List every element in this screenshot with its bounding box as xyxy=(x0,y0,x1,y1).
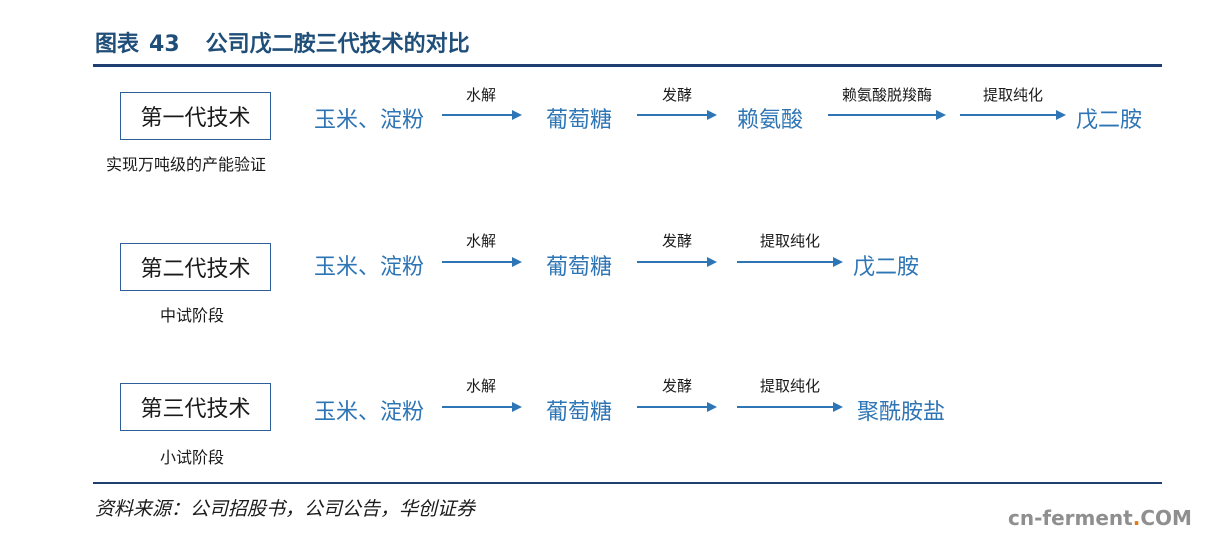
gen1-arrow-4 xyxy=(960,109,1066,121)
gen1-step-hydrolysis: 水解 xyxy=(465,86,496,104)
watermark-logo: cn-ferment.COM xyxy=(1008,506,1192,530)
watermark-prefix: cn-ferment xyxy=(1008,506,1133,530)
gen1-arrow-1 xyxy=(442,109,522,121)
gen2-arrow-1 xyxy=(442,256,522,268)
gen3-step-hydrolysis: 水解 xyxy=(465,377,496,395)
gen3-arrow-1 xyxy=(442,401,522,413)
gen2-node-glucose: 葡萄糖 xyxy=(546,255,613,280)
gen1-node-lysine: 赖氨酸 xyxy=(737,108,804,133)
gen3-stage: 小试阶段 xyxy=(160,448,225,467)
gen3-arrow-3 xyxy=(737,401,843,413)
gen1-node-pentanediamine: 戊二胺 xyxy=(1076,108,1143,133)
source-note: 资料来源：公司招股书，公司公告，华创证券 xyxy=(95,498,476,520)
gen1-arrow-3 xyxy=(828,109,946,121)
gen2-stage: 中试阶段 xyxy=(160,306,225,325)
gen3-node-corn-starch: 玉米、淀粉 xyxy=(314,400,425,425)
gen2-node-corn-starch: 玉米、淀粉 xyxy=(314,255,425,280)
figure-title: 图表 43 公司戊二胺三代技术的对比 xyxy=(95,26,470,58)
gen2-arrow-2 xyxy=(637,256,717,268)
gen2-step-fermentation: 发酵 xyxy=(661,232,692,250)
gen2-node-pentanediamine: 戊二胺 xyxy=(853,255,920,280)
gen3-step-purification: 提取纯化 xyxy=(759,377,820,395)
gen3-node-glucose: 葡萄糖 xyxy=(546,400,613,425)
gen1-arrow-2 xyxy=(637,109,717,121)
figure-label: 图表 xyxy=(95,32,140,57)
gen1-stage: 实现万吨级的产能验证 xyxy=(106,155,267,174)
gen3-node-polyamide-salt: 聚酰胺盐 xyxy=(857,400,946,425)
watermark-suffix: COM xyxy=(1140,506,1192,530)
gen3-box: 第三代技术 xyxy=(120,383,271,431)
gen1-node-glucose: 葡萄糖 xyxy=(546,108,613,133)
figure-title-text: 公司戊二胺三代技术的对比 xyxy=(205,32,470,57)
gen2-step-purification: 提取纯化 xyxy=(759,232,820,250)
gen1-box: 第一代技术 xyxy=(120,92,271,140)
gen1-node-corn-starch: 玉米、淀粉 xyxy=(314,108,425,133)
gen3-arrow-2 xyxy=(637,401,717,413)
gen1-step-fermentation: 发酵 xyxy=(661,86,692,104)
gen1-step-purification: 提取纯化 xyxy=(982,86,1043,104)
gen2-arrow-3 xyxy=(737,256,843,268)
gen1-step-decarboxylase: 赖氨酸脱羧酶 xyxy=(841,86,932,104)
watermark-dot: . xyxy=(1132,506,1141,530)
gen2-box: 第二代技术 xyxy=(120,243,271,291)
bottom-rule xyxy=(93,482,1162,484)
top-rule xyxy=(93,64,1162,67)
figure-number: 43 xyxy=(149,32,180,57)
gen2-step-hydrolysis: 水解 xyxy=(465,232,496,250)
gen3-step-fermentation: 发酵 xyxy=(661,377,692,395)
